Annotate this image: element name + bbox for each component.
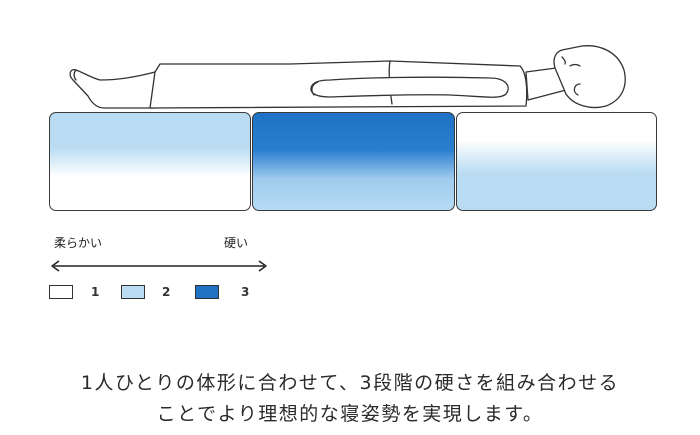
mattress-block-soft [49,112,251,211]
soft-label: 柔らかい [54,236,103,250]
legend-number-3: 3 [241,285,250,299]
legend-swatch-3 [195,285,219,299]
double-arrow-icon [51,260,267,272]
caption-line-2: ことでより理想的な寝姿勢を実現します。 [156,403,544,425]
person-head [553,45,626,109]
mattress-block-medium [456,112,657,211]
legend-swatch-2 [121,285,145,299]
legend-number-1: 1 [91,285,100,299]
person-legs [69,69,156,109]
hard-label: 硬い [224,236,249,250]
caption-line-1: 1人ひとりの体形に合わせて、3段階の硬さを組み合わせる [80,372,620,394]
mattress-block-hard [252,112,455,211]
lying-person-illustration [69,45,626,109]
legend-number-2: 2 [162,285,171,299]
legend-swatch-1 [49,285,73,299]
person-arm [310,76,509,98]
